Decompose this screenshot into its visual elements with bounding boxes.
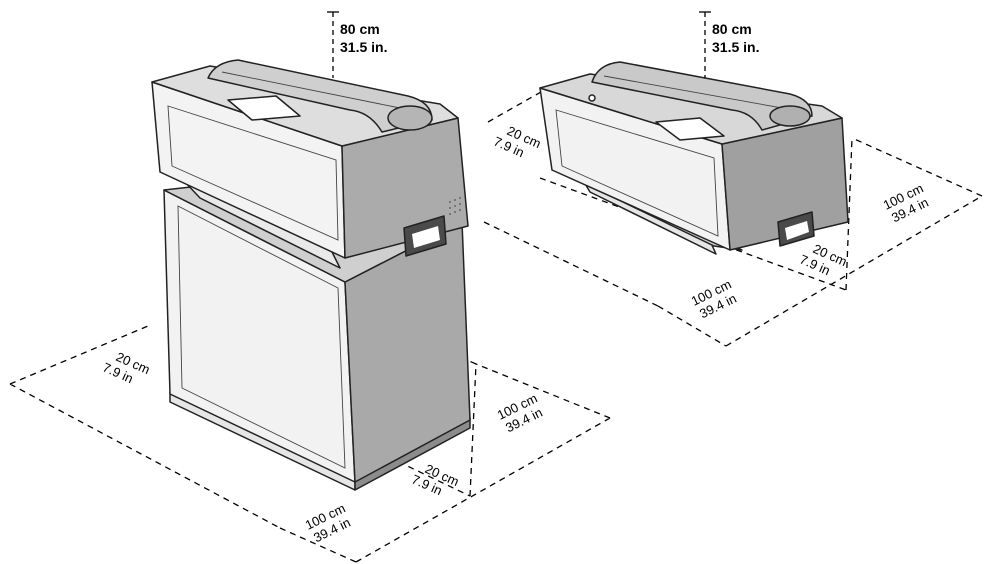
right-side-label-a: 20 cm 7.9 in	[491, 123, 543, 160]
right-power-button	[588, 94, 596, 102]
right-cover-end	[769, 105, 811, 127]
left-front-label-a: 100 cm 39.4 in	[495, 391, 545, 436]
cabinet-door-inset	[177, 205, 346, 469]
right-clearance-zone	[483, 87, 983, 347]
right-cover-highlight	[603, 75, 783, 109]
left-printer-handle-inner	[412, 226, 440, 248]
left-top-imperial: 31.5 in.	[340, 39, 387, 55]
right-printer-cover	[591, 61, 813, 131]
left-printer-window	[227, 95, 301, 121]
left-side-label-a: 20 cm 7.9 in	[100, 349, 152, 386]
left-front-label-b: 100 cm 39.4 in	[303, 501, 353, 546]
right-printer-handle-inner	[785, 221, 809, 240]
right-printer-window	[655, 117, 725, 141]
right-front-label-a: 100 cm 39.4 in	[881, 181, 931, 226]
right-top-imperial: 31.5 in.	[712, 39, 759, 55]
right-top-metric: 80 cm	[712, 21, 752, 37]
right-printer-assembly	[539, 61, 849, 255]
left-printer-cover	[207, 59, 433, 133]
right-side-label-b: 20 cm 7.9 in	[797, 241, 849, 278]
right-printer-front-inset	[555, 109, 719, 237]
left-side-label-b: 20 cm 7.9 in	[409, 461, 461, 498]
left-top-metric: 80 cm	[340, 21, 380, 37]
left-top-clearance: 80 cm 31.5 in.	[327, 11, 387, 78]
left-cover-highlight	[221, 71, 401, 109]
left-printer-front-inset	[167, 105, 339, 241]
right-top-clearance: 80 cm 31.5 in.	[699, 11, 759, 78]
right-clearance-outline	[483, 87, 983, 347]
left-printer-vent	[449, 197, 461, 215]
left-cover-end	[387, 105, 433, 131]
right-front-label-b: 100 cm 39.4 in	[689, 277, 739, 322]
left-printer-assembly	[151, 59, 471, 491]
